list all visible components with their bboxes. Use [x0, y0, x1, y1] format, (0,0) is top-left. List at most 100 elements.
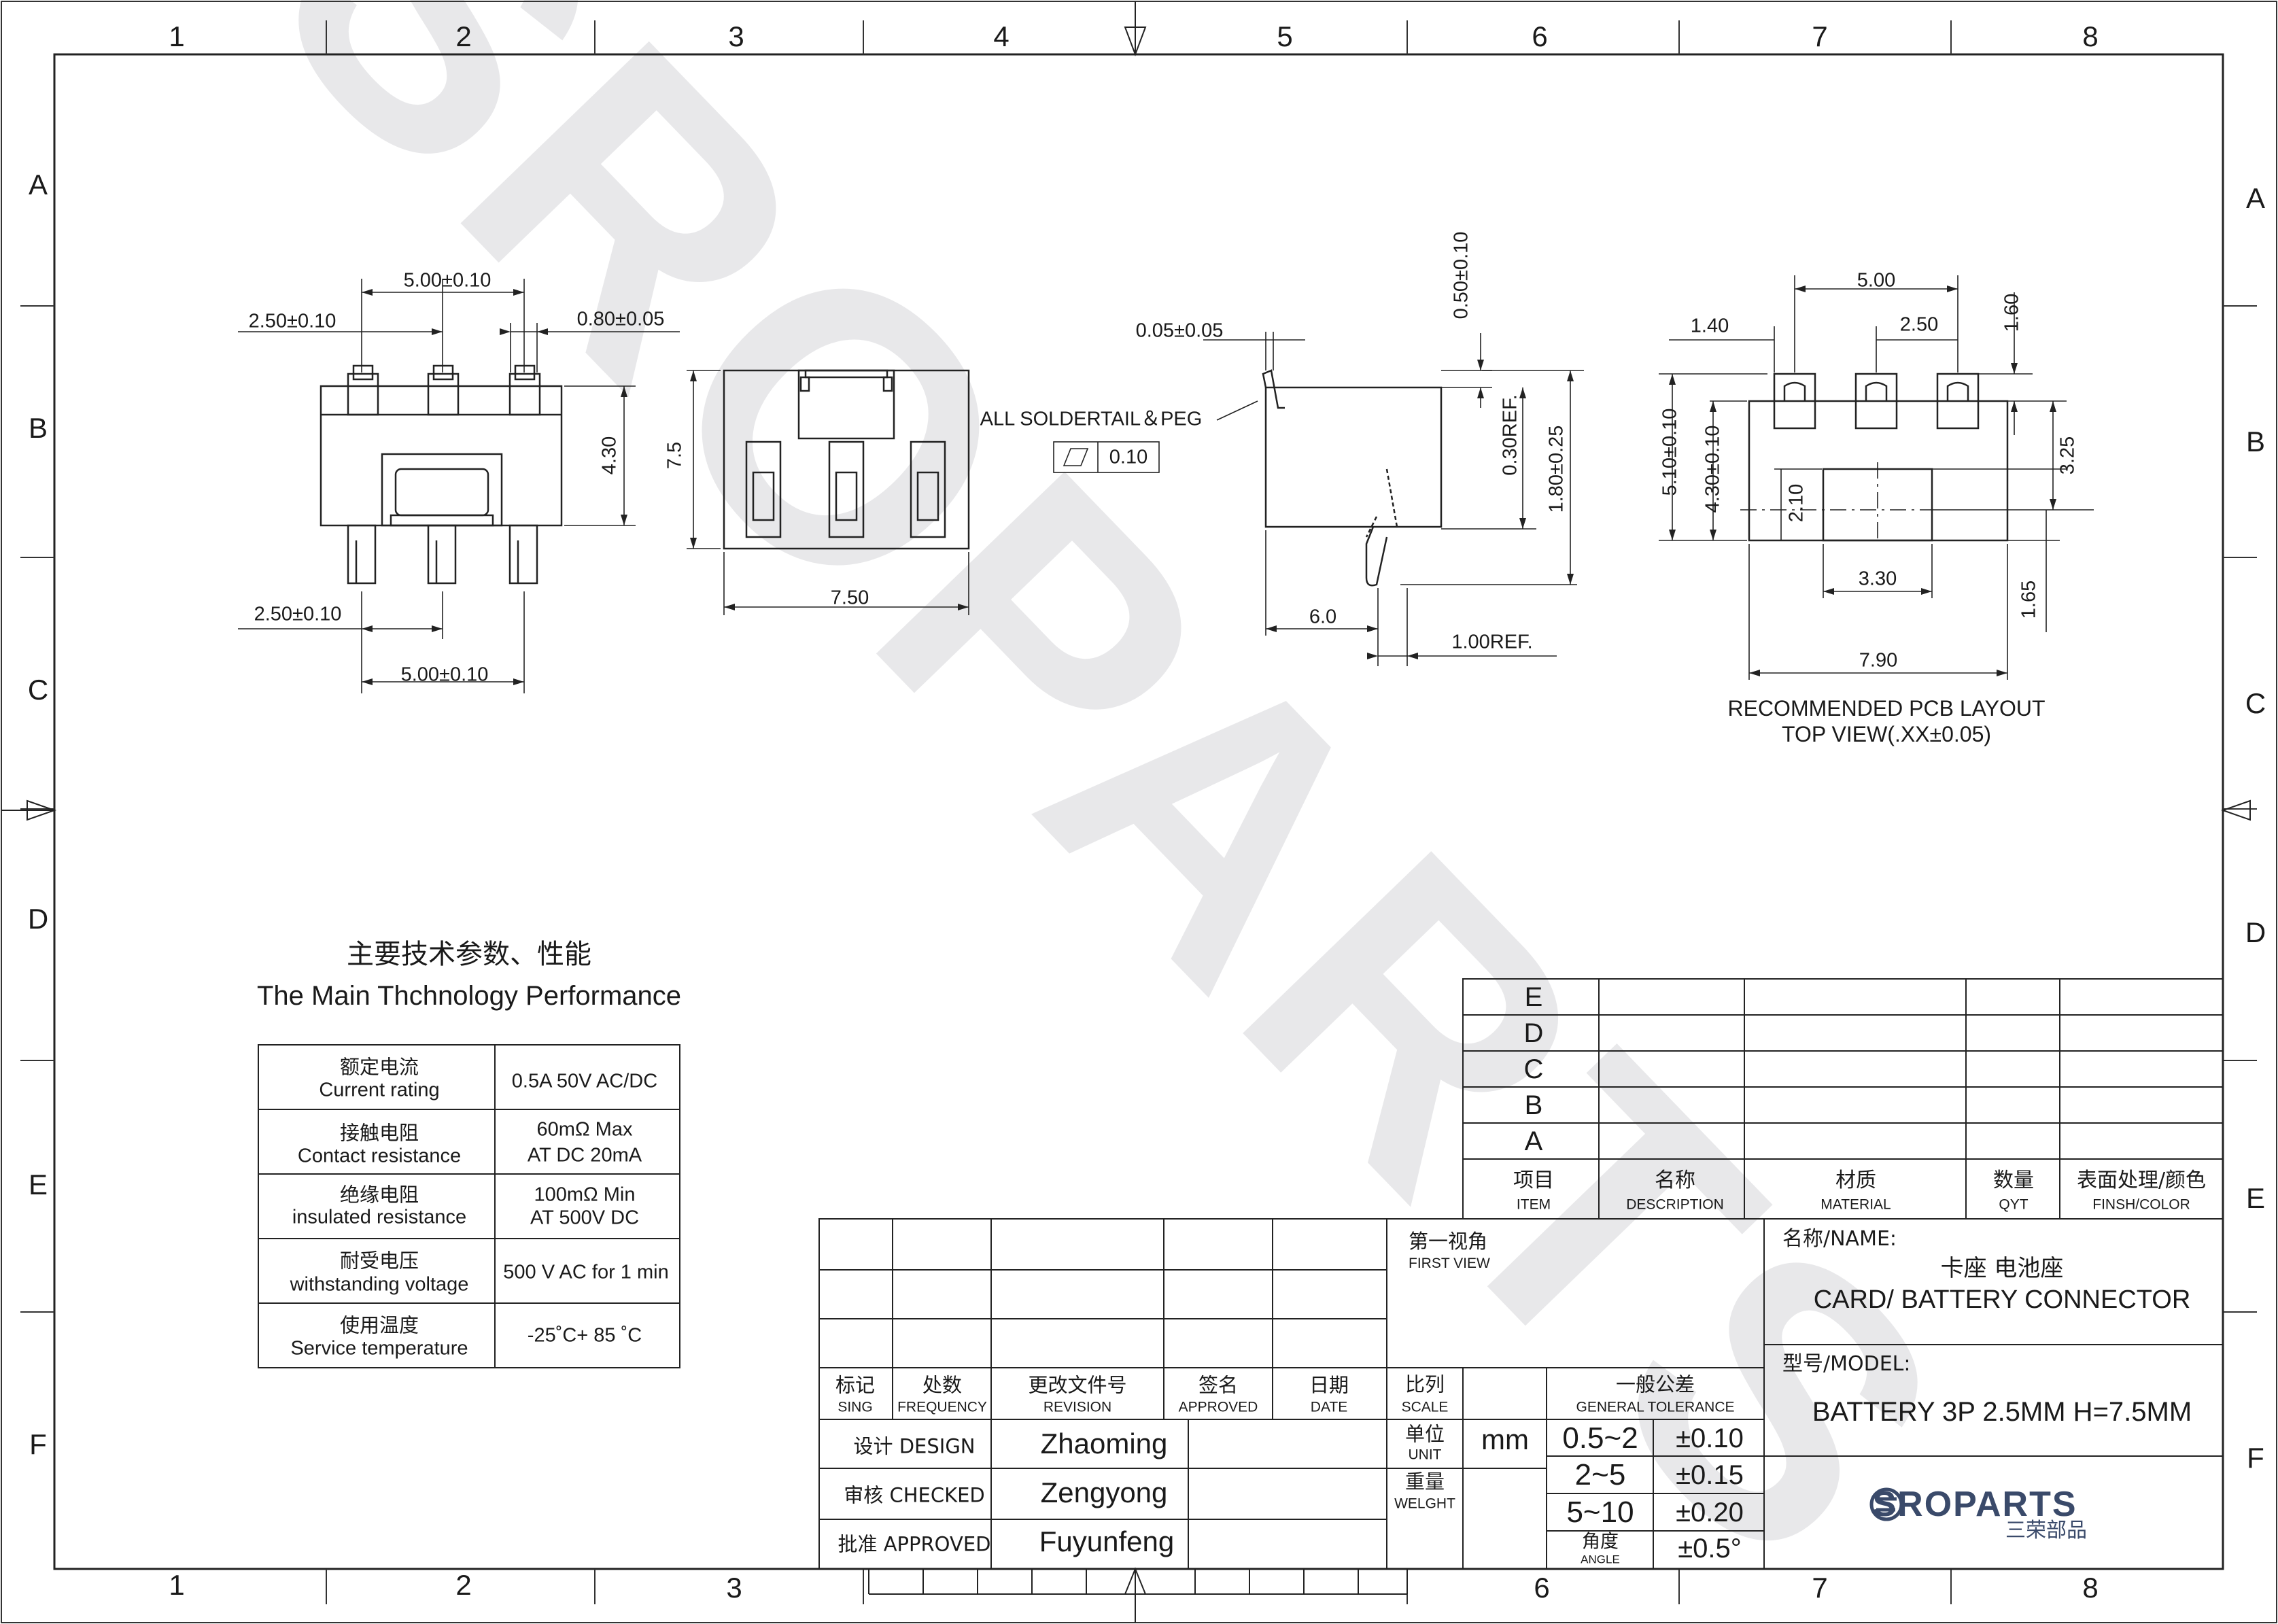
- zone-col-1: 1: [169, 20, 185, 52]
- dim-pcb-slot-w: 3.30: [1858, 568, 1897, 590]
- pcb-caption-line1: RECOMMENDED PCB LAYOUT: [1727, 696, 2046, 721]
- unit-en: UNIT: [1408, 1447, 1442, 1463]
- zone-row-f-right: F: [2247, 1442, 2264, 1474]
- bom-header-material-cn: 材质: [1835, 1169, 1876, 1192]
- scale-cn: 比列: [1404, 1372, 1445, 1396]
- dim-front-pitch-top: 5.00±0.10: [403, 269, 491, 292]
- design-label: 设计 DESIGN: [853, 1434, 976, 1458]
- tolerance-cn: 一般公差: [1615, 1372, 1695, 1396]
- perf-row-2-en: Contact resistance: [297, 1145, 462, 1167]
- name-label: 名称/NAME:: [1782, 1227, 1897, 1251]
- perf-row-3-cn: 绝缘电阻: [339, 1183, 419, 1207]
- bom-header-item-en: ITEM: [1516, 1196, 1551, 1213]
- bom-header-qty-en: QYT: [1999, 1196, 2029, 1213]
- zone-col-8: 8: [2082, 20, 2099, 52]
- perf-row-1-en: Current rating: [319, 1079, 440, 1101]
- dim-front-pin-offset-top: 2.50±0.10: [248, 310, 336, 332]
- dim-side-ref1: 0.30REF.: [1499, 394, 1521, 476]
- zone-col-7: 7: [1812, 20, 1828, 52]
- zone-col-3: 3: [728, 20, 744, 52]
- perf-row-2-value: 60mΩ Max: [536, 1118, 633, 1141]
- zone-col-2-bottom: 2: [455, 1569, 472, 1601]
- perf-row-1-value: 0.5A 50V AC/DC: [511, 1070, 658, 1092]
- name-cn: 卡座 电池座: [1940, 1255, 2064, 1282]
- perf-row-3-value: 100mΩ Min: [534, 1184, 636, 1206]
- name-en: CARD/ BATTERY CONNECTOR: [1813, 1285, 2191, 1314]
- tolerance-en: GENERAL TOLERANCE: [1576, 1399, 1735, 1415]
- tolerance-value-3: ±0.20: [1676, 1498, 1744, 1527]
- zone-row-d: D: [27, 903, 49, 935]
- zone-row-e-right: E: [2245, 1182, 2266, 1214]
- checked-label: 审核 CHECKED: [844, 1483, 985, 1507]
- pcb-caption-line2: TOP VIEW(.XX±0.05): [1781, 722, 1992, 746]
- rev-header-frequency-en: FREQUENCY: [897, 1399, 987, 1415]
- perf-row-5-en: Service temperature: [290, 1337, 468, 1360]
- zone-col-3-bottom: 3: [726, 1572, 742, 1604]
- zone-row-b: B: [28, 412, 48, 444]
- approved-label: 批准 APPROVED: [838, 1532, 991, 1556]
- zone-col-6: 6: [1532, 20, 1548, 52]
- zone-col-5: 5: [1277, 20, 1293, 52]
- dim-side-top: 0.50±0.10: [1450, 231, 1472, 319]
- dim-pcb-pad-h: 1.60: [2001, 293, 2023, 332]
- dim-side-tail: 0.05±0.05: [1135, 319, 1224, 342]
- perf-row-3-en: insulated resistance: [292, 1206, 467, 1228]
- tolerance-value-1: ±0.10: [1676, 1423, 1744, 1453]
- bom-header-item-cn: 项目: [1513, 1169, 1554, 1192]
- perf-row-5-value: -25˚C+ 85 ˚C: [527, 1324, 642, 1347]
- bom-row-e: E: [1524, 982, 1543, 1012]
- dim-second-width: 7.50: [830, 587, 869, 609]
- rev-header-date-cn: 日期: [1309, 1373, 1349, 1397]
- dim-pcb-pitch: 5.00: [1857, 269, 1896, 292]
- dim-side-ref2: 1.00REF.: [1451, 631, 1533, 653]
- dim-pcb-slot-h: 2.10: [1785, 483, 1808, 523]
- dim-side-body: 6.0: [1309, 606, 1337, 628]
- dim-side-overall: 1.80±0.25: [1545, 425, 1568, 513]
- logo-text: SROPARTS: [1872, 1485, 2077, 1524]
- zone-ticks: [20, 20, 2257, 1604]
- rev-header-sing-cn: 标记: [835, 1373, 876, 1397]
- design-name: Zhaoming: [1040, 1428, 1168, 1459]
- dim-pcb-pitch-half: 2.50: [1899, 313, 1939, 336]
- bom-table-grid: [1462, 978, 2224, 1220]
- rev-header-frequency-cn: 处数: [922, 1373, 963, 1397]
- tolerance-value-2: ±0.15: [1676, 1460, 1744, 1490]
- bom-header-finish-cn: 表面处理/颜色: [2076, 1169, 2207, 1192]
- dim-pcb-inner-h: 4.30±0.10: [1702, 425, 1724, 513]
- perf-row-4-value: 500 V AC for 1 min: [503, 1261, 669, 1283]
- model-value: BATTERY 3P 2.5MM H=7.5MM: [1812, 1397, 2192, 1427]
- perf-row-2-cn: 接触电阻: [339, 1121, 419, 1145]
- perf-row-4-cn: 耐受电压: [339, 1249, 419, 1273]
- model-label: 型号/MODEL:: [1782, 1352, 1911, 1376]
- rev-header-approved-en: APPROVED: [1178, 1399, 1258, 1415]
- bom-header-qty-cn: 数量: [1993, 1169, 2034, 1192]
- weight-cn: 重量: [1404, 1470, 1445, 1493]
- dim-front-pitch-bottom: 5.00±0.10: [400, 663, 489, 686]
- weight-en: WELGHT: [1394, 1496, 1455, 1512]
- zone-col-4: 4: [993, 20, 1009, 52]
- bom-row-b: B: [1524, 1090, 1543, 1120]
- logo-cn: 三荣部品: [2005, 1519, 2087, 1542]
- performance-title-en: The Main Thchnology Performance: [256, 981, 682, 1011]
- zone-col-8-bottom: 8: [2082, 1572, 2099, 1604]
- dim-front-height: 4.30: [598, 436, 621, 475]
- tolerance-range-1: 0.5~2: [1562, 1421, 1638, 1455]
- zone-row-f: F: [29, 1428, 47, 1460]
- perf-row-4-en: withstanding voltage: [290, 1273, 469, 1296]
- tolerance-angle-en: ANGLE: [1581, 1553, 1620, 1566]
- zone-col-7-bottom: 7: [1812, 1572, 1828, 1604]
- dim-front-pin-width: 0.80±0.05: [576, 308, 665, 330]
- rev-header-revision-en: REVISION: [1043, 1399, 1112, 1415]
- note-soldertail: ALL SOLDERTAIL＆PEG: [980, 408, 1203, 430]
- zone-row-e: E: [28, 1169, 48, 1200]
- dim-second-height: 7.5: [663, 441, 686, 470]
- dim-pcb-pad-gap: 3.25: [2056, 436, 2079, 475]
- tolerance-range-2: 2~5: [1574, 1458, 1626, 1491]
- unit-cn: 单位: [1404, 1422, 1445, 1446]
- rev-header-approved-cn: 签名: [1198, 1373, 1239, 1397]
- perf-row-3-value2: AT 500V DC: [530, 1207, 640, 1229]
- bom-row-d: D: [1523, 1018, 1544, 1048]
- dim-pcb-bottom: 1.65: [2018, 580, 2040, 619]
- scale-en: SCALE: [1401, 1399, 1449, 1415]
